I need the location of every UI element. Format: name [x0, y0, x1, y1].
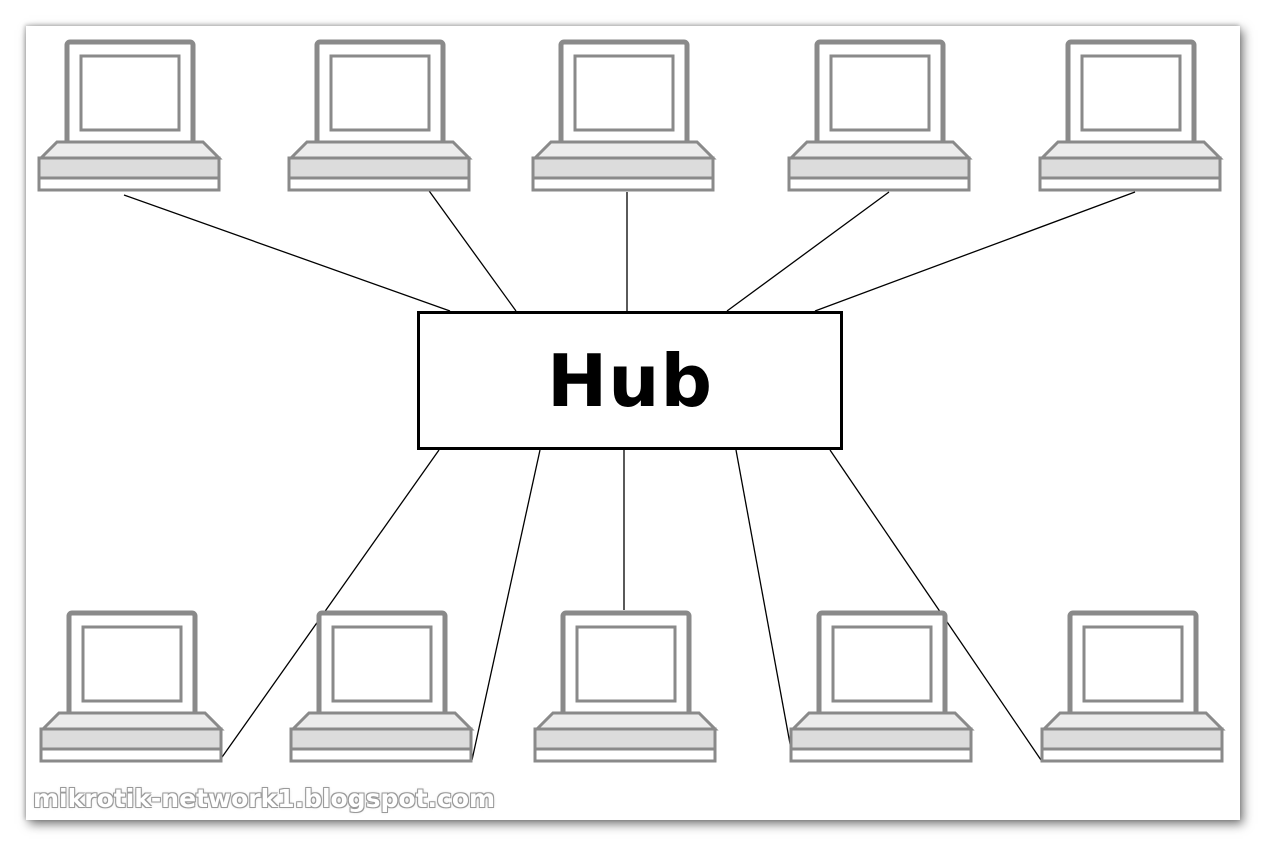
computer-icon — [39, 42, 219, 190]
computer-icon — [291, 613, 471, 761]
computer-icon — [289, 42, 469, 190]
hub-node: Hub — [417, 311, 843, 450]
connection-lines — [123, 187, 1136, 761]
computer-icon — [789, 42, 969, 190]
link-top-5 — [814, 191, 1136, 312]
link-bottom-1 — [219, 449, 440, 761]
link-bottom-2 — [471, 449, 541, 761]
computer-icon — [1040, 42, 1220, 190]
computer-icon — [533, 42, 713, 190]
computers-bottom-row — [41, 613, 1222, 761]
computers-top-row — [39, 42, 1220, 190]
link-top-4 — [726, 191, 890, 312]
link-top-1 — [123, 194, 451, 312]
link-bottom-4 — [735, 449, 794, 761]
computer-icon — [535, 613, 715, 761]
hub-label: Hub — [546, 338, 714, 423]
computer-icon — [41, 613, 221, 761]
link-top-2 — [426, 187, 517, 312]
watermark: mikrotik-network1.blogspot.com — [33, 784, 496, 813]
computer-icon — [791, 613, 971, 761]
link-bottom-5 — [829, 449, 1042, 761]
computer-icon — [1042, 613, 1222, 761]
